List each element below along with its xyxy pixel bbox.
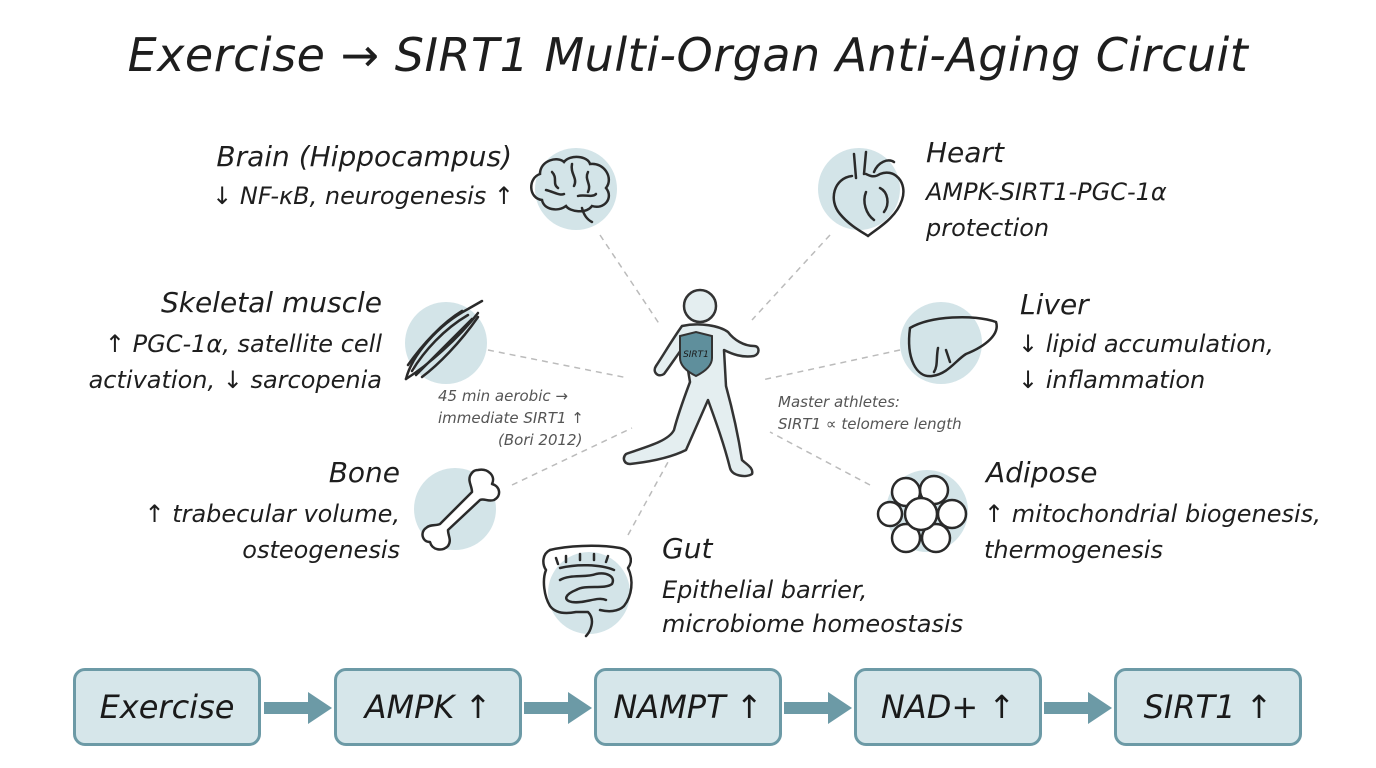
- heart-desc-line-1: AMPK-SIRT1-PGC-1α: [926, 178, 1167, 206]
- muscle-title: Skeletal muscle: [160, 286, 382, 319]
- heart-icon: [832, 150, 905, 238]
- adipose-title: Adipose: [986, 456, 1098, 489]
- flow-step-sirt1: SIRT1 ↑: [1114, 668, 1302, 746]
- heart-title: Heart: [926, 136, 1004, 169]
- liver-title: Liver: [1020, 288, 1089, 321]
- liver-desc-line-1: ↓ lipid accumulation,: [1018, 330, 1274, 358]
- flow-step-nad: NAD+ ↑: [854, 668, 1042, 746]
- sirt1-badge: SIRT1: [683, 350, 709, 360]
- heart-desc-line-2: protection: [926, 214, 1050, 242]
- adipose-icon: [876, 474, 968, 554]
- bone-desc-line-1: ↑ trabecular volume,: [144, 500, 400, 528]
- connector-brain: [599, 234, 661, 326]
- connector-bone: [511, 427, 633, 486]
- muscle-desc-line-1: ↑ PGC-1α, satellite cell: [104, 330, 382, 358]
- flow-step-nampt: NAMPT ↑: [594, 668, 782, 746]
- adipose-desc-line-2: thermogenesis: [984, 536, 1163, 564]
- brain-icon: [530, 155, 611, 224]
- page-title: Exercise → SIRT1 Multi-Organ Anti-Aging …: [127, 28, 1249, 82]
- muscle-icon: [404, 299, 484, 381]
- gut-icon: [542, 544, 633, 638]
- gut-desc-line-1: Epithelial barrier,: [662, 576, 868, 604]
- brain-title: Brain (Hippocampus): [216, 140, 512, 173]
- note-left-line-3: (Bori 2012): [498, 431, 583, 449]
- connector-adipose: [769, 431, 871, 486]
- bone-icon: [421, 468, 501, 551]
- liver-icon-bg: [900, 302, 982, 384]
- liver-desc-line-2: ↓ inflammation: [1018, 366, 1206, 394]
- flow-arrow-3: [784, 692, 852, 724]
- bone-desc-line-2: osteogenesis: [242, 536, 400, 564]
- gut-desc-line-2: microbiome homeostasis: [662, 610, 964, 638]
- connector-muscle: [487, 349, 629, 379]
- connector-gut: [627, 461, 669, 536]
- flow-arrow-1: [264, 692, 332, 724]
- bone-title: Bone: [328, 456, 400, 489]
- runner-figure-icon: SIRT1: [622, 288, 760, 478]
- muscle-desc-line-2: activation, ↓ sarcopenia: [88, 366, 382, 394]
- note-right-line-1: Master athletes:: [778, 393, 900, 411]
- liver-icon: [907, 315, 998, 378]
- adipose-desc-line-1: ↑ mitochondrial biogenesis,: [984, 500, 1321, 528]
- flow-step-ampk: AMPK ↑: [334, 668, 522, 746]
- flow-step-exercise: Exercise: [73, 668, 261, 746]
- flow-arrow-4: [1044, 692, 1112, 724]
- connector-heart: [751, 234, 831, 321]
- flow-arrow-2: [524, 692, 592, 724]
- brain-desc-line-1: ↓ NF-κB, neurogenesis ↑: [212, 182, 514, 210]
- note-left-line-2: immediate SIRT1 ↑: [438, 409, 584, 427]
- connector-liver: [761, 349, 901, 381]
- note-right-line-2: SIRT1 ∝ telomere length: [778, 415, 962, 433]
- gut-title: Gut: [662, 532, 713, 565]
- note-left-line-1: 45 min aerobic →: [438, 387, 568, 405]
